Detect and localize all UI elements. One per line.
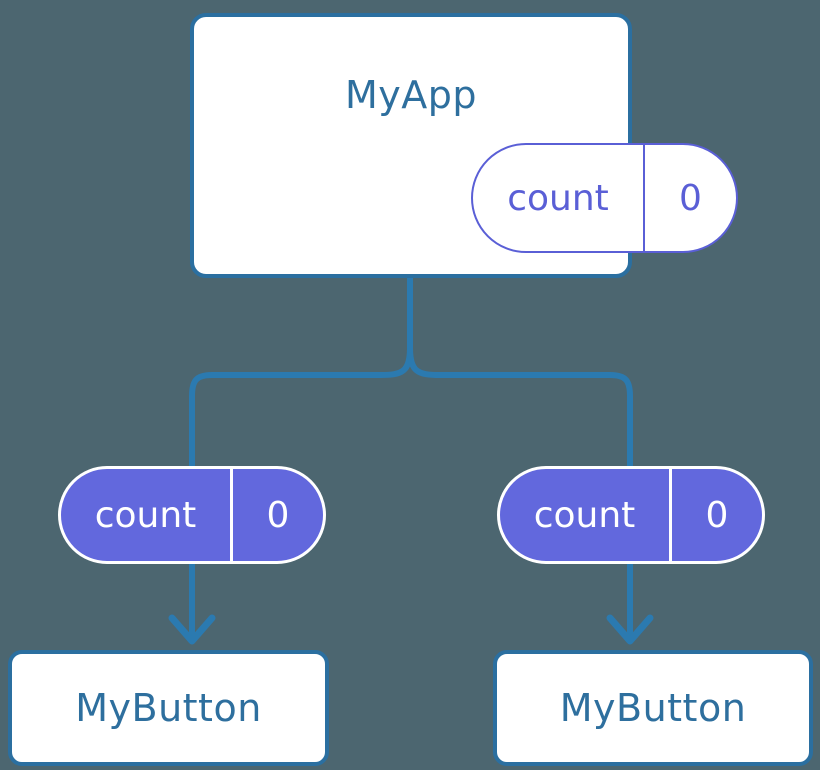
component-title-myapp: MyApp (344, 73, 477, 117)
prop-pill-key: count (61, 469, 233, 561)
arrow-left-head-icon (168, 614, 216, 645)
component-title-mybutton: MyButton (559, 686, 747, 730)
state-pill-myapp-count[interactable]: count 0 (471, 143, 738, 253)
prop-pill-value: 0 (705, 494, 729, 536)
component-box-myapp[interactable]: MyApp count 0 (190, 13, 738, 278)
component-box-mybutton-right[interactable]: MyButton (493, 650, 813, 766)
state-pill-value: 0 (679, 177, 702, 219)
prop-pill-key: count (500, 469, 672, 561)
prop-pill-right-count[interactable]: count 0 (497, 466, 765, 564)
component-title-mybutton: MyButton (75, 686, 262, 730)
prop-pill-left-count[interactable]: count 0 (58, 466, 326, 564)
component-box-mybutton-left[interactable]: MyButton (8, 650, 329, 766)
prop-pill-value: 0 (266, 494, 290, 536)
branch-left-line (189, 347, 413, 466)
state-pill-key: count (473, 145, 645, 251)
arrow-right-head-icon (606, 614, 654, 645)
branch-right-line (407, 347, 633, 466)
